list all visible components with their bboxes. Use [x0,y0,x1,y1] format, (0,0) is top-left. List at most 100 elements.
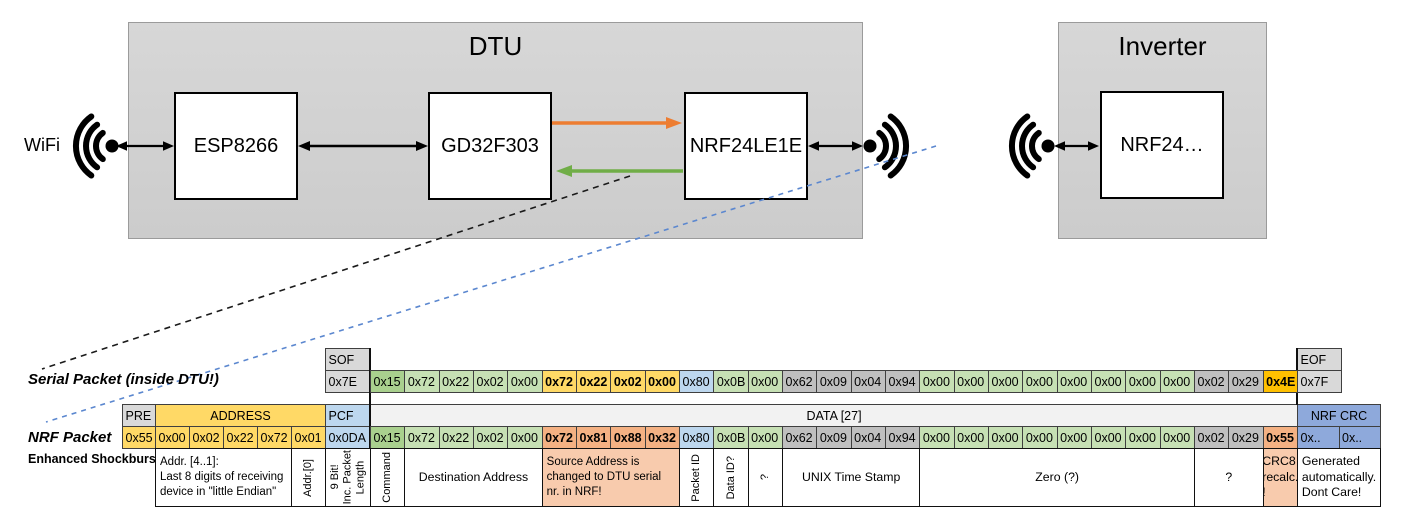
data-region-left-connector [369,348,371,449]
serial-byte-cell: 0x62 [782,370,818,393]
annotation-addr-0: Addr.[0] [291,448,326,507]
nrf-byte-cell: 0x00 [1056,426,1092,449]
nrf-byte-cell: 0x00 [1022,426,1058,449]
annotation-destination-address: Destination Address [404,448,543,507]
esp8266-box: ESP8266 [174,92,298,200]
nrf-address-byte-cell: 0x01 [291,426,326,449]
serial-byte-cell: 0x00 [507,370,543,393]
serial-byte-cell: 0x02 [1194,370,1230,393]
address-header-cell: ADDRESS [155,404,326,427]
annotation-packet-id: Packet ID [679,448,715,507]
annotation-crc-generated-note: Generated automatically. Dont Care! [1297,448,1381,507]
annotation-pcf-note: 9 Bit! Inc. Packet Length [325,448,371,507]
nrf-byte-cell: 0x72 [541,426,577,449]
nrf-byte-cell: 0x00 [1159,426,1195,449]
serial-byte-cell: 0x00 [1125,370,1161,393]
serial-byte-cell: 0x00 [919,370,955,393]
nrf-byte-cell: 0x04 [850,426,886,449]
nrf-crc-byte-cell: 0x.. [1338,426,1381,449]
nrf-byte-cell: 0x22 [438,426,474,449]
pcf-header-cell: PCF [325,404,371,427]
gd32f303-label: GD32F303 [441,134,539,157]
eof-header-cell: EOF [1297,348,1342,371]
nrf-address-byte-cell: 0x72 [257,426,292,449]
gd32f303-box: GD32F303 [428,92,552,200]
nrf-byte-cell: 0x32 [644,426,680,449]
serial-byte-cell: 0x04 [850,370,886,393]
serial-byte-cell: 0x80 [679,370,715,393]
arrow-serial-rx-green [556,165,683,177]
nrf-address-byte-cell: 0x00 [155,426,190,449]
annotation-question-mark-1: ? [747,448,783,507]
data-header-cell: DATA [27] [370,404,1298,427]
nrf-byte-cell: 0x00 [507,426,543,449]
nrf-byte-cell: 0x29 [1228,426,1264,449]
nrf-byte-cell: 0x02 [1194,426,1230,449]
annotation-zero: Zero (?) [919,448,1195,507]
pcf-value-cell: 0x0DA [325,426,371,449]
nrf24le1e-label: NRF24LE1E [689,134,803,157]
serial-byte-cell: 0x72 [404,370,440,393]
nrf-byte-cell: 0x00 [1091,426,1127,449]
annotation-data-id: Data ID? [713,448,749,507]
nrf-crc-header-cell: NRF CRC [1297,404,1381,427]
nrf-byte-cell: 0x81 [576,426,612,449]
serial-byte-cell: 0x02 [610,370,646,393]
nrf-byte-cell: 0x00 [747,426,783,449]
serial-byte-cell: 0x00 [1091,370,1127,393]
dashed-serial-packet-link [41,175,631,370]
wifi-icon-dtu-left [72,113,119,179]
nrf-packet-label: NRF Packet [28,429,112,446]
arrow-wifi-esp8266 [116,141,174,151]
arrow-serial-tx-orange [552,117,682,129]
inverter-nrf24-box: NRF24… [1100,91,1224,199]
serial-byte-cell: 0x15 [370,370,406,393]
wifi-icon-inverter [1008,113,1055,179]
nrf-byte-cell: 0x62 [782,426,818,449]
wifi-label: WiFi [24,135,60,155]
annotation-addr-4-1: Addr. [4..1]: Last 8 digits of receiving… [155,448,292,507]
pre-header-cell: PRE [122,404,156,427]
nrf-byte-cell: 0x00 [988,426,1024,449]
nrf-byte-cell: 0x94 [885,426,921,449]
dtu-title: DTU [468,31,523,61]
nrf-byte-cell: 0x72 [404,426,440,449]
wifi-icon-dtu-right [863,113,910,179]
nrf-byte-cell: 0x0B [713,426,749,449]
annotation-unix-time-stamp: UNIX Time Stamp [782,448,921,507]
annotation-command: Command [370,448,406,507]
serial-byte-cell: 0x94 [885,370,921,393]
serial-packet-label: Serial Packet (inside DTU!) [28,371,219,388]
serial-byte-cell: 0x29 [1228,370,1264,393]
arrow-nrf24le1e-wifi [808,141,863,151]
nrf-byte-cell: 0x00 [953,426,989,449]
sof-value-cell: 0x7E [325,370,371,393]
arrow-esp8266-gd32f303 [298,141,428,151]
pre-value-cell: 0x55 [122,426,156,449]
nrf-byte-cell: 0x55 [1262,426,1298,449]
serial-byte-cell: 0x22 [438,370,474,393]
serial-byte-cell: 0x0B [713,370,749,393]
serial-byte-cell: 0x00 [1159,370,1195,393]
nrf-address-byte-cell: 0x22 [223,426,258,449]
inverter-nrf24-label: NRF24… [1120,133,1204,156]
serial-byte-cell: 0x4E [1262,370,1298,393]
eof-value-cell: 0x7F [1297,370,1342,393]
serial-byte-cell: 0x00 [988,370,1024,393]
serial-byte-cell: 0x00 [747,370,783,393]
serial-byte-cell: 0x72 [541,370,577,393]
serial-byte-cell: 0x22 [576,370,612,393]
arrow-wifi-inverter-nrf24 [1054,141,1099,151]
annotation-source-address-note: Source Address is changed to DTU serial … [541,448,680,507]
nrf-crc-byte-cell: 0x.. [1297,426,1340,449]
nrf-byte-cell: 0x80 [679,426,715,449]
nrf-byte-cell: 0x09 [816,426,852,449]
nrf-address-byte-cell: 0x02 [189,426,224,449]
nrf-byte-cell: 0x15 [370,426,406,449]
annotation-question-mark-2: ? [1194,448,1264,507]
esp8266-label: ESP8266 [193,134,279,157]
nrf-byte-cell: 0x88 [610,426,646,449]
nrf-byte-cell: 0x00 [919,426,955,449]
